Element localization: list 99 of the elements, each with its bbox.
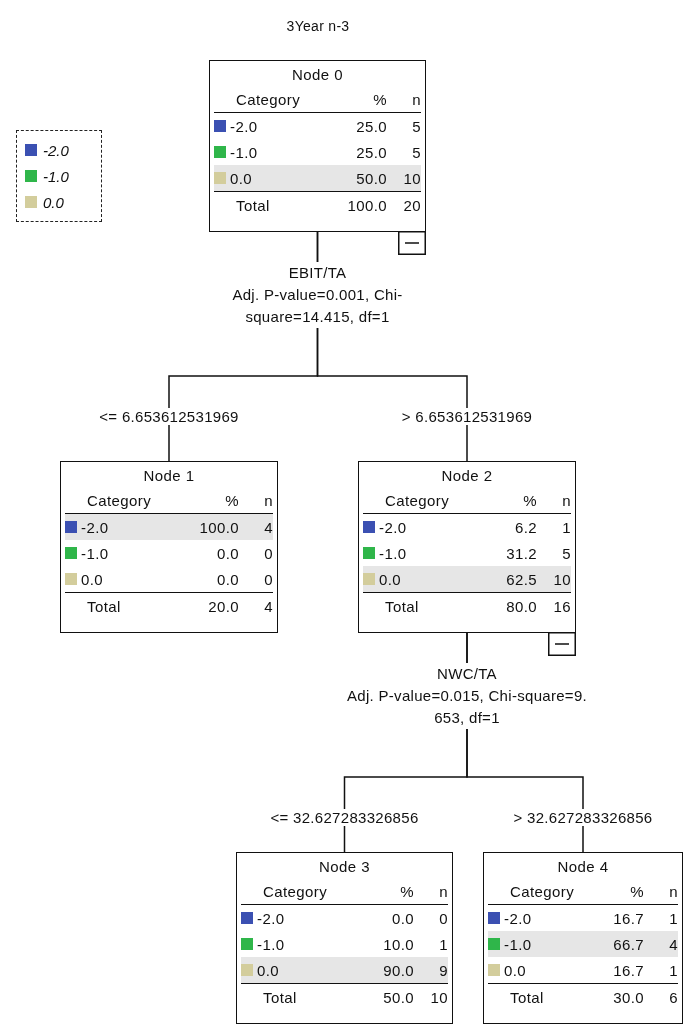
node-heading: Node 3 <box>318 857 371 877</box>
percent-value: 0.0 <box>215 544 239 562</box>
count-value: 4 <box>668 935 678 953</box>
category-label: -1.0 <box>65 544 175 562</box>
tree-node-box <box>358 461 576 633</box>
percent-value: 30.0 <box>612 988 644 1006</box>
category-label: -1.0 <box>241 935 350 953</box>
total-label: Total <box>235 196 271 214</box>
split-label: NWC/TA <box>437 663 497 685</box>
tree-node-box <box>236 852 453 1024</box>
count-value: 1 <box>438 935 448 953</box>
percent-value: 25.0 <box>355 143 387 161</box>
count-value: 1 <box>668 909 678 927</box>
column-header: % <box>224 491 239 509</box>
column-header: Category <box>235 90 302 108</box>
count-value: 5 <box>561 544 571 562</box>
column-header: % <box>629 882 644 900</box>
category-label: -1.0 <box>363 544 473 562</box>
count-value: 4 <box>263 597 273 615</box>
total-label: Total <box>384 597 420 615</box>
column-header: Category <box>384 491 451 509</box>
split-label: EBIT/TA <box>288 262 347 284</box>
column-header: Category <box>86 491 153 509</box>
percent-value: 16.7 <box>612 909 644 927</box>
total-label: Total <box>262 988 298 1006</box>
percent-value: 0.0 <box>215 570 239 588</box>
count-value: 5 <box>411 117 421 135</box>
edge-label: <= 6.653612531969 <box>99 408 239 425</box>
legend-label: 0.0 <box>43 193 64 211</box>
category-label: -1.0 <box>488 935 580 953</box>
column-header: Category <box>262 882 329 900</box>
column-header: Category <box>509 882 576 900</box>
percent-value: 20.0 <box>207 597 239 615</box>
column-header: % <box>399 882 414 900</box>
percent-value: 62.5 <box>505 570 537 588</box>
node-heading: Node 4 <box>556 857 610 877</box>
count-value: 4 <box>263 518 273 536</box>
percent-value: 80.0 <box>505 597 537 615</box>
count-value: 10 <box>552 570 571 588</box>
column-header: % <box>372 90 387 108</box>
split-label: square=14.415, df=1 <box>245 306 390 328</box>
tree-node-box <box>483 852 683 1024</box>
percent-value: 90.0 <box>382 961 414 979</box>
edge-label: <= 32.627283326856 <box>270 809 419 826</box>
count-value: 5 <box>411 143 421 161</box>
category-label: -2.0 <box>488 909 580 927</box>
category-label: 0.0 <box>241 961 350 979</box>
category-label: -2.0 <box>241 909 350 927</box>
percent-value: 0.0 <box>390 909 414 927</box>
tree-node-box <box>209 60 426 232</box>
count-value: 20 <box>402 196 421 214</box>
percent-value: 50.0 <box>355 169 387 187</box>
category-label: 0.0 <box>363 570 473 588</box>
percent-value: 66.7 <box>612 935 644 953</box>
count-value: 0 <box>438 909 448 927</box>
count-value: 1 <box>668 961 678 979</box>
count-value: 10 <box>402 169 421 187</box>
total-label: Total <box>509 988 545 1006</box>
count-value: 6 <box>668 988 678 1006</box>
tree-node-box <box>60 461 278 633</box>
node-heading: Node 0 <box>291 65 344 85</box>
legend-label: -1.0 <box>43 167 69 185</box>
column-header: n <box>263 491 273 509</box>
count-value: 0 <box>263 544 273 562</box>
percent-value: 100.0 <box>198 518 239 536</box>
percent-value: 50.0 <box>382 988 414 1006</box>
category-label: 0.0 <box>65 570 175 588</box>
count-value: 1 <box>561 518 571 536</box>
category-label: -1.0 <box>214 143 323 161</box>
split-label: Adj. P-value=0.001, Chi- <box>232 284 403 306</box>
split-label: Adj. P-value=0.015, Chi-square=9. <box>347 685 587 707</box>
column-header: n <box>411 90 421 108</box>
category-label: -2.0 <box>214 117 323 135</box>
category-label: 0.0 <box>214 169 323 187</box>
column-header: n <box>668 882 678 900</box>
count-value: 10 <box>429 988 448 1006</box>
percent-value: 31.2 <box>505 544 537 562</box>
count-value: 9 <box>438 961 448 979</box>
category-label: -2.0 <box>65 518 175 536</box>
percent-value: 16.7 <box>612 961 644 979</box>
category-label: 0.0 <box>488 961 580 979</box>
column-header: n <box>438 882 448 900</box>
edge-label: > 32.627283326856 <box>513 809 653 826</box>
node-heading: Node 1 <box>142 466 196 486</box>
percent-value: 10.0 <box>382 935 414 953</box>
percent-value: 6.2 <box>513 518 537 536</box>
percent-value: 25.0 <box>355 117 387 135</box>
count-value: 0 <box>263 570 273 588</box>
total-label: Total <box>86 597 122 615</box>
split-label: 653, df=1 <box>434 707 500 729</box>
node-heading: Node 2 <box>440 466 494 486</box>
column-header: n <box>561 491 571 509</box>
count-value: 16 <box>552 597 571 615</box>
edge-label: > 6.653612531969 <box>401 408 533 425</box>
legend-label: -2.0 <box>43 141 69 159</box>
column-header: % <box>522 491 537 509</box>
category-label: -2.0 <box>363 518 473 536</box>
percent-value: 100.0 <box>346 196 387 214</box>
diagram-title: 3Year n-3 <box>285 18 351 34</box>
